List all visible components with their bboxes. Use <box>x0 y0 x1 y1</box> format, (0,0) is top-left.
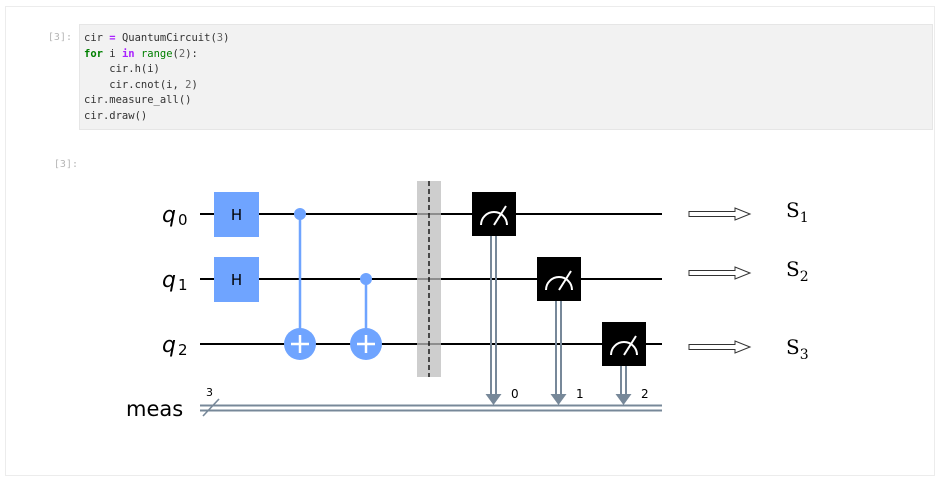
cnot-control-dot[interactable] <box>360 273 372 285</box>
code-token: cir.cnot(i, <box>84 78 186 91</box>
code-token: cir <box>84 32 103 44</box>
gate-label: H <box>231 271 242 289</box>
code-editor[interactable]: cir = QuantumCircuit(3) for i in range(2… <box>84 31 229 124</box>
qubit-index: 2 <box>178 341 188 359</box>
input-prompt: [3]: <box>47 32 72 43</box>
qubit-letter: q <box>162 333 176 358</box>
arrow-right-icon <box>688 340 752 354</box>
cnot-control-dot[interactable] <box>294 208 306 220</box>
annotation-s1: S1 <box>786 198 809 226</box>
measure-target-label: 1 <box>576 387 584 401</box>
annotation-s2: S2 <box>786 257 809 285</box>
annotation-s3: S3 <box>786 335 809 363</box>
code-token: = <box>109 32 116 44</box>
code-token: 3 <box>216 32 224 44</box>
code-token: ( <box>172 47 179 60</box>
measure-gate-q1[interactable] <box>537 257 581 301</box>
code-token: cir.h(i) <box>84 63 160 75</box>
measure-gate-q0[interactable] <box>472 192 516 236</box>
code-token: for <box>84 47 103 60</box>
h-gate-q0[interactable] <box>214 192 259 237</box>
measure-arrow <box>485 394 502 405</box>
bus-slash <box>202 398 220 417</box>
qubit-letter: q <box>162 203 176 228</box>
code-token: ) <box>191 78 198 91</box>
measure-target-label: 0 <box>511 387 519 401</box>
arrow-right-icon <box>688 266 752 280</box>
meter-needle <box>558 270 572 291</box>
code-token: cir.measure_all() <box>84 94 192 106</box>
classical-bit-count: 3 <box>206 386 213 399</box>
code-token: ) <box>223 32 230 44</box>
annotation-letter: S <box>786 335 800 359</box>
code-token: cir.draw() <box>84 109 148 122</box>
meter-needle <box>623 335 637 356</box>
arrow-right-icon <box>688 207 752 221</box>
measure-arrow <box>615 394 632 405</box>
qubit-letter: q <box>162 268 176 293</box>
h-gate-q1[interactable] <box>214 257 259 302</box>
qubit-index: 0 <box>178 211 188 229</box>
meter-icon <box>545 276 573 291</box>
meter-needle <box>493 205 507 226</box>
output-prompt: [3]: <box>53 159 78 170</box>
meter-icon <box>610 341 638 356</box>
meter-icon <box>480 211 508 226</box>
code-token: in <box>121 47 135 60</box>
annotation-index: 2 <box>799 269 809 285</box>
code-token: range <box>140 47 173 60</box>
annotation-index: 1 <box>799 210 809 226</box>
code-token: 2 <box>178 47 186 60</box>
code-token: QuantumCircuit( <box>121 32 217 44</box>
qubit-index: 1 <box>178 276 188 294</box>
code-token: i <box>109 47 116 60</box>
code-token: ): <box>185 47 198 60</box>
measure-arrow <box>550 394 567 405</box>
measure-target-label: 2 <box>641 387 649 401</box>
annotation-index: 3 <box>799 347 809 363</box>
annotation-letter: S <box>786 257 800 281</box>
gate-label: H <box>231 206 242 224</box>
code-cell[interactable]: cir = QuantumCircuit(3) for i in range(2… <box>79 24 933 130</box>
classical-register-label: meas <box>126 397 183 421</box>
code-token: 2 <box>185 78 192 91</box>
annotation-letter: S <box>786 198 800 222</box>
measure-gate-q2[interactable] <box>602 322 646 366</box>
